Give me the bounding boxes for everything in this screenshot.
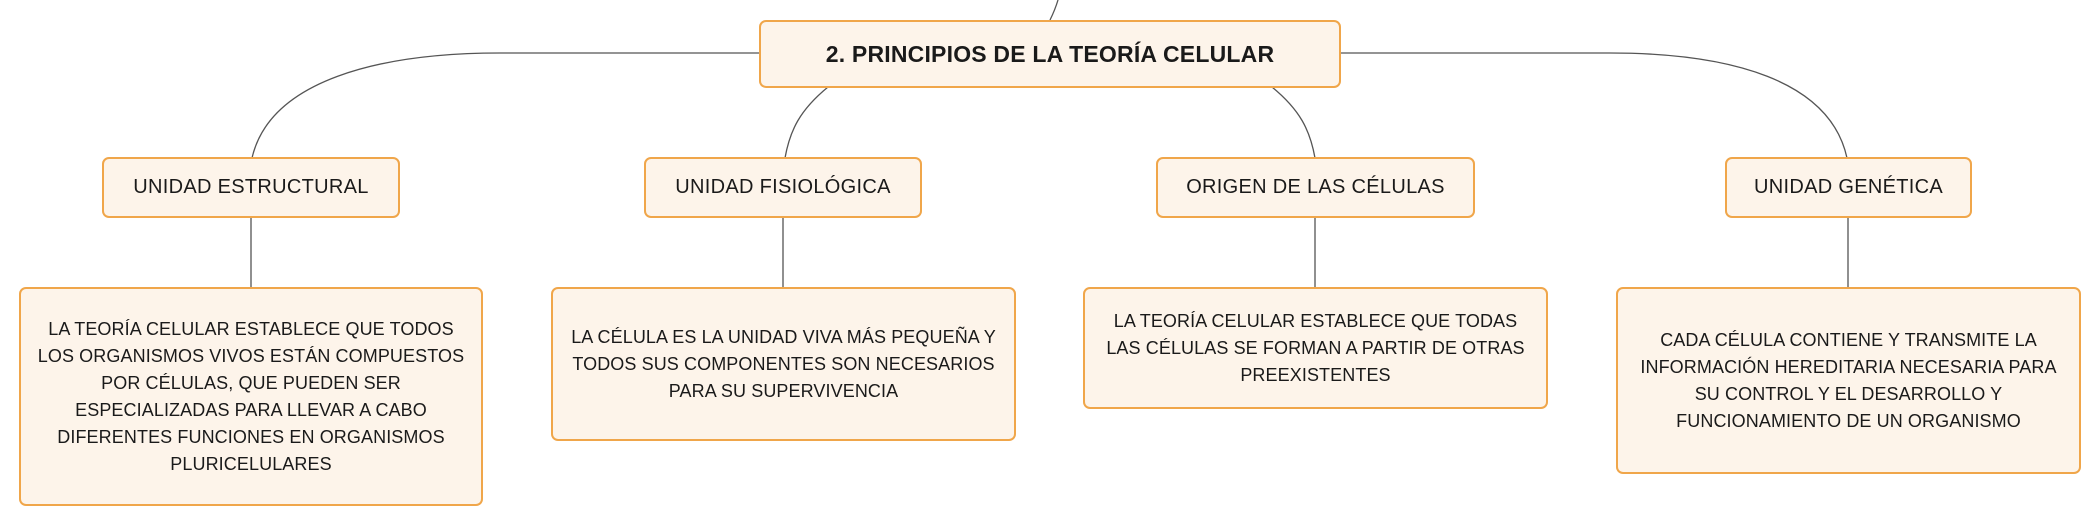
root-topic[interactable]: 2. PRINCIPIOS DE LA TEORÍA CELULAR <box>759 20 1341 88</box>
description-unidad-genetica[interactable]: CADA CÉLULA CONTIENE Y TRANSMITE LA INFO… <box>1616 287 2081 474</box>
branch-unidad-estructural[interactable]: UNIDAD ESTRUCTURAL <box>102 157 400 218</box>
branch-unidad-fisiologica[interactable]: UNIDAD FISIOLÓGICA <box>644 157 922 218</box>
description-unidad-fisiologica[interactable]: LA CÉLULA ES LA UNIDAD VIVA MÁS PEQUEÑA … <box>551 287 1016 441</box>
connector-root-to-origen-celulas <box>1271 86 1316 159</box>
description-origen-celulas[interactable]: LA TEORÍA CELULAR ESTABLECE QUE TODAS LA… <box>1083 287 1548 409</box>
description-unidad-estructural[interactable]: LA TEORÍA CELULAR ESTABLECE QUE TODOS LO… <box>19 287 483 506</box>
connector-root-to-unidad-fisiologica <box>784 86 829 159</box>
branch-origen-celulas[interactable]: ORIGEN DE LAS CÉLULAS <box>1156 157 1475 218</box>
connector-root-to-unidad-genetica <box>1340 52 1848 159</box>
connector-root-to-unidad-estructural <box>251 52 760 159</box>
connector-parent-to-root <box>1049 0 1059 21</box>
branch-unidad-genetica[interactable]: UNIDAD GENÉTICA <box>1725 157 1972 218</box>
